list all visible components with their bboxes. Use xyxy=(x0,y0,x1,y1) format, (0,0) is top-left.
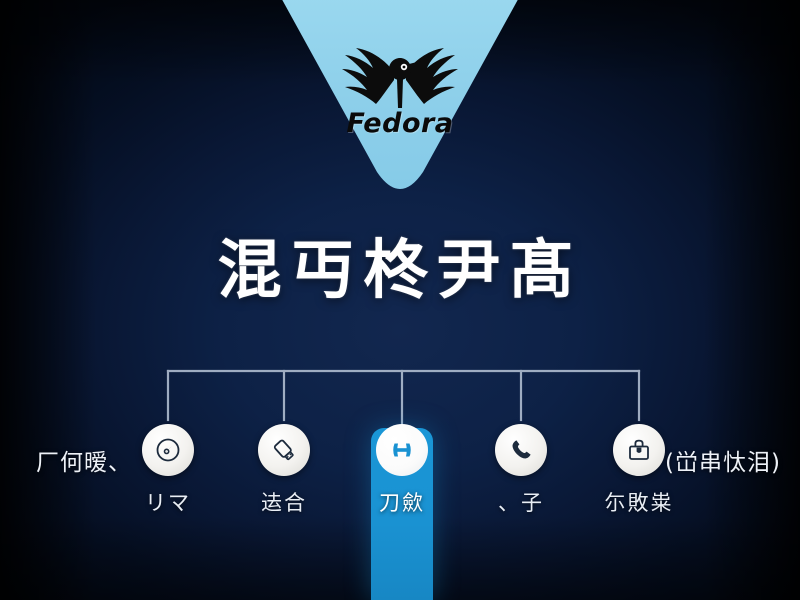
compass-icon xyxy=(156,438,180,462)
side-note-left: 厂何暧、 xyxy=(36,450,132,476)
node-item-phone[interactable]: 、子 xyxy=(461,424,581,517)
brand-logo: Fedora xyxy=(277,42,523,139)
eagle-wings-logo-icon xyxy=(342,48,458,108)
dumbbell-icon xyxy=(393,443,411,457)
brand-wordmark: Fedora xyxy=(346,108,454,139)
node-item-compass[interactable]: リマ xyxy=(108,424,228,517)
bracket-connector xyxy=(166,369,641,428)
node-badge xyxy=(613,424,665,476)
usb-drive-icon xyxy=(273,439,294,461)
node-badge xyxy=(258,424,310,476)
node-label: リマ xyxy=(145,491,191,515)
node-label: 尓敗粜 xyxy=(604,491,674,515)
brand-triangle: Fedora xyxy=(277,0,523,198)
node-label: 迲合 xyxy=(261,491,307,515)
node-badge xyxy=(142,424,194,476)
shopping-bag-icon xyxy=(629,439,649,460)
phone-icon xyxy=(512,440,531,459)
node-item-dumbbell[interactable]: 刀歛 xyxy=(342,424,462,517)
node-badge xyxy=(495,424,547,476)
page-title: 混丏柊尹髙 xyxy=(217,234,583,308)
side-note-right: (峃串忲泪) xyxy=(665,450,781,476)
node-badge xyxy=(376,424,428,476)
node-row: リマ 迲合 xyxy=(0,424,800,544)
node-item-usb-drive[interactable]: 迲合 xyxy=(224,424,344,517)
node-label: 、子 xyxy=(498,491,544,515)
node-label: 刀歛 xyxy=(379,491,425,515)
node-item-shopping-bag[interactable]: 尓敗粜 xyxy=(579,424,699,517)
